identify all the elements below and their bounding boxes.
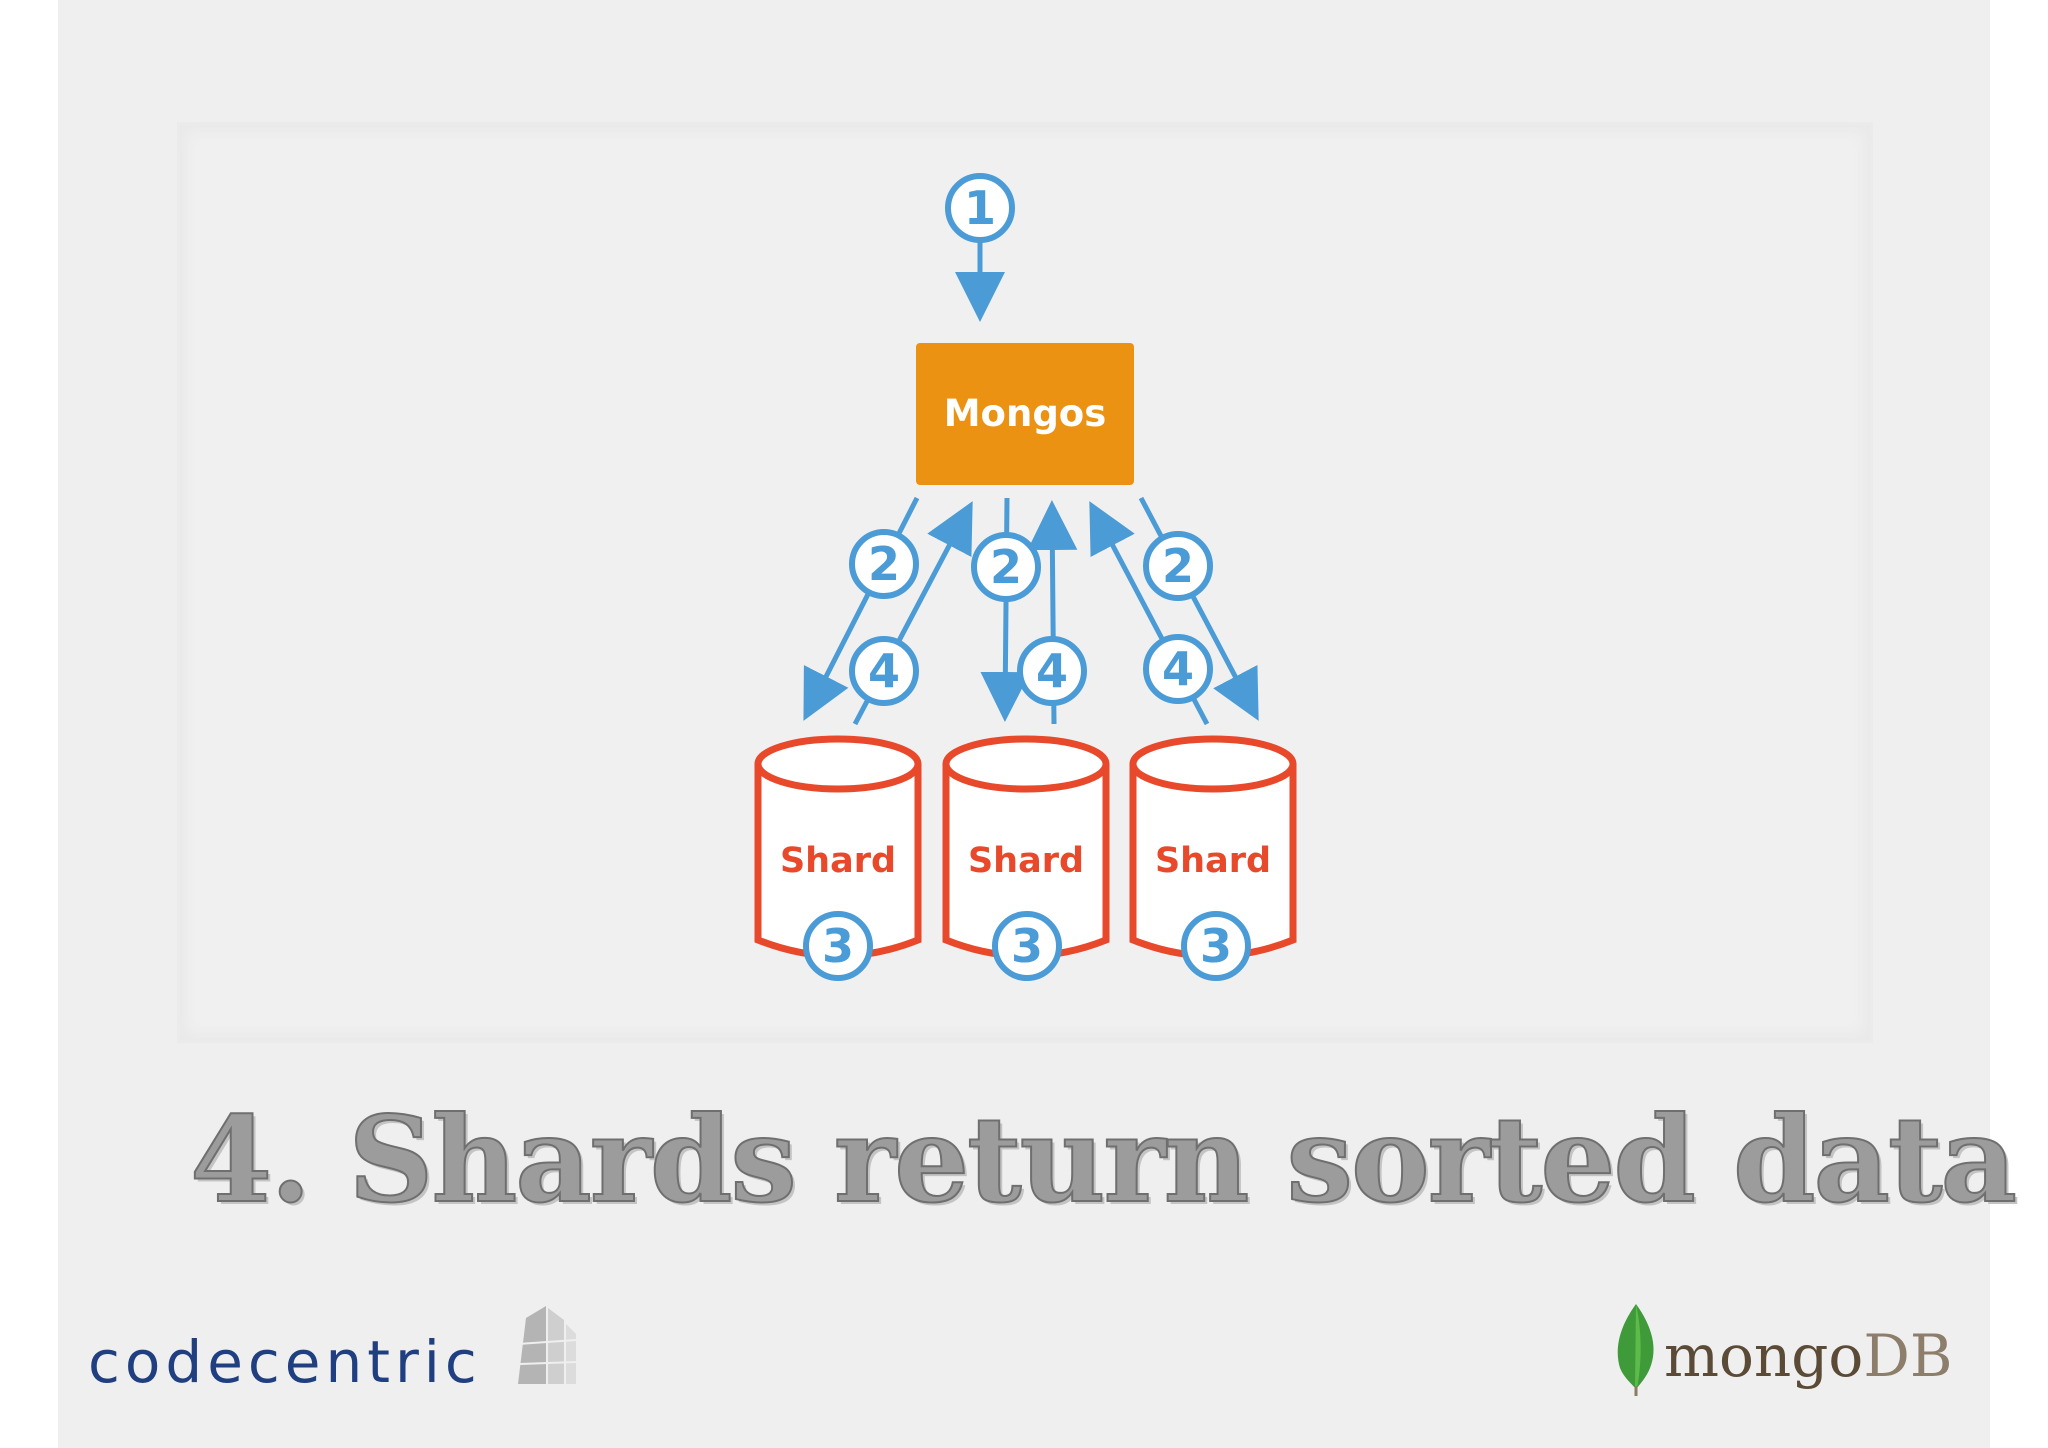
step-2-badge-left: 2 [849,529,919,599]
mongos-label: Mongos [944,392,1107,435]
svg-text:4: 4 [1036,644,1068,698]
svg-text:2: 2 [868,537,900,591]
svg-text:4: 4 [868,644,900,698]
mongos-box [916,343,1134,485]
step-1-badge: 1 [945,173,1015,243]
codecentric-logo: codecentric [88,1300,608,1400]
step-4-badge-center: 4 [1017,636,1087,706]
shard-left: Shard [754,735,922,960]
svg-text:3: 3 [1200,919,1232,973]
svg-text:Shard: Shard [968,841,1084,881]
step-4-badge-right: 4 [1143,634,1213,704]
svg-text:2: 2 [990,540,1022,594]
mongodb-wordmark-db: DB [1863,1322,1953,1390]
query-arrow-center [980,497,1031,722]
mongodb-leaf-icon [1617,1304,1654,1396]
svg-text:Shard: Shard [780,841,896,881]
shard-center: Shard [942,735,1110,960]
svg-text:3: 3 [822,919,854,973]
step-3-badge-center: 3 [992,911,1062,981]
svg-text:2: 2 [1162,539,1194,593]
svg-text:Shard: Shard [1155,841,1271,881]
query-arrow-right [1138,496,1259,721]
step-2-badge-right: 2 [1143,531,1213,601]
codecentric-mark-icon [517,1306,577,1384]
mongodb-wordmark: mongoDB [1664,1322,1952,1390]
svg-text:3: 3 [1011,919,1043,973]
mongodb-logo: mongoDB [1612,1300,1952,1400]
svg-text:4: 4 [1162,642,1194,696]
codecentric-wordmark: codecentric [88,1328,482,1396]
svg-text:1: 1 [964,181,996,235]
step-2-badge-center: 2 [971,532,1041,602]
slide-title: 4. Shards return sorted data [189,1089,2018,1230]
step-3-badge-right: 3 [1181,911,1251,981]
step-3-badge-left: 3 [803,911,873,981]
step-4-badge-left: 4 [849,636,919,706]
mongodb-wordmark-mongo: mongo [1664,1322,1864,1390]
